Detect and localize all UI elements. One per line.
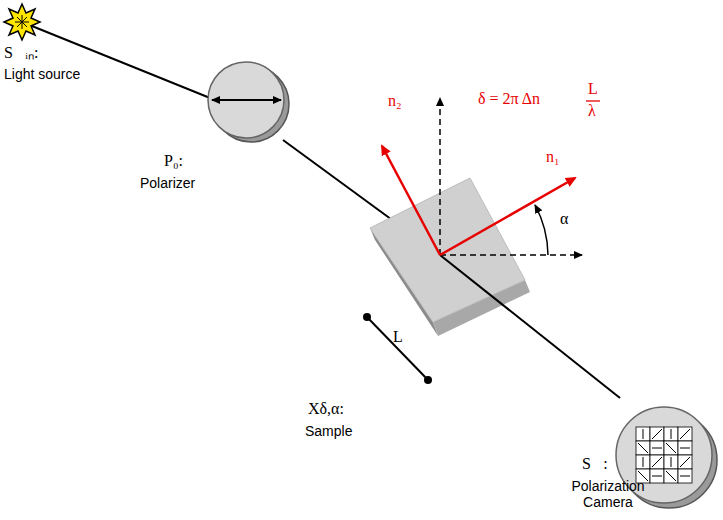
slow-axis-label: n₂ [388, 92, 402, 110]
retardance-formula: δ = 2π Δn [478, 90, 540, 108]
horizontal-axis [440, 254, 582, 256]
source-symbol: S⃗ᵢₙ: [4, 44, 38, 62]
light-beam [22, 22, 215, 100]
fast-axis-label: n₁ [546, 148, 560, 166]
angle-arc [535, 205, 548, 255]
polarizer-name: Polarizer [140, 175, 195, 191]
vertical-axis [439, 98, 441, 255]
thickness-dimension [363, 313, 432, 384]
fraction-denominator: λ [588, 102, 596, 120]
polarizer-symbol: P₀: [164, 152, 183, 170]
angle-label: α [560, 210, 568, 228]
light-source-star [4, 4, 40, 40]
camera-name: Polarization Camera [553, 478, 663, 510]
light-beam [440, 255, 620, 398]
thickness-label: L [393, 328, 403, 346]
sample-symbol: Xδ,α: [308, 400, 344, 418]
fraction-numerator: L [588, 80, 598, 98]
sample-plate [370, 178, 530, 336]
fraction-bar [586, 100, 600, 101]
polarizer-disk [208, 62, 289, 142]
source-name: Light source [4, 66, 80, 82]
slow-axis-arrow [382, 146, 440, 255]
fast-axis-arrow [440, 178, 575, 255]
camera-symbol: S⃗: [582, 455, 608, 473]
sample-name: Sample [305, 423, 352, 439]
